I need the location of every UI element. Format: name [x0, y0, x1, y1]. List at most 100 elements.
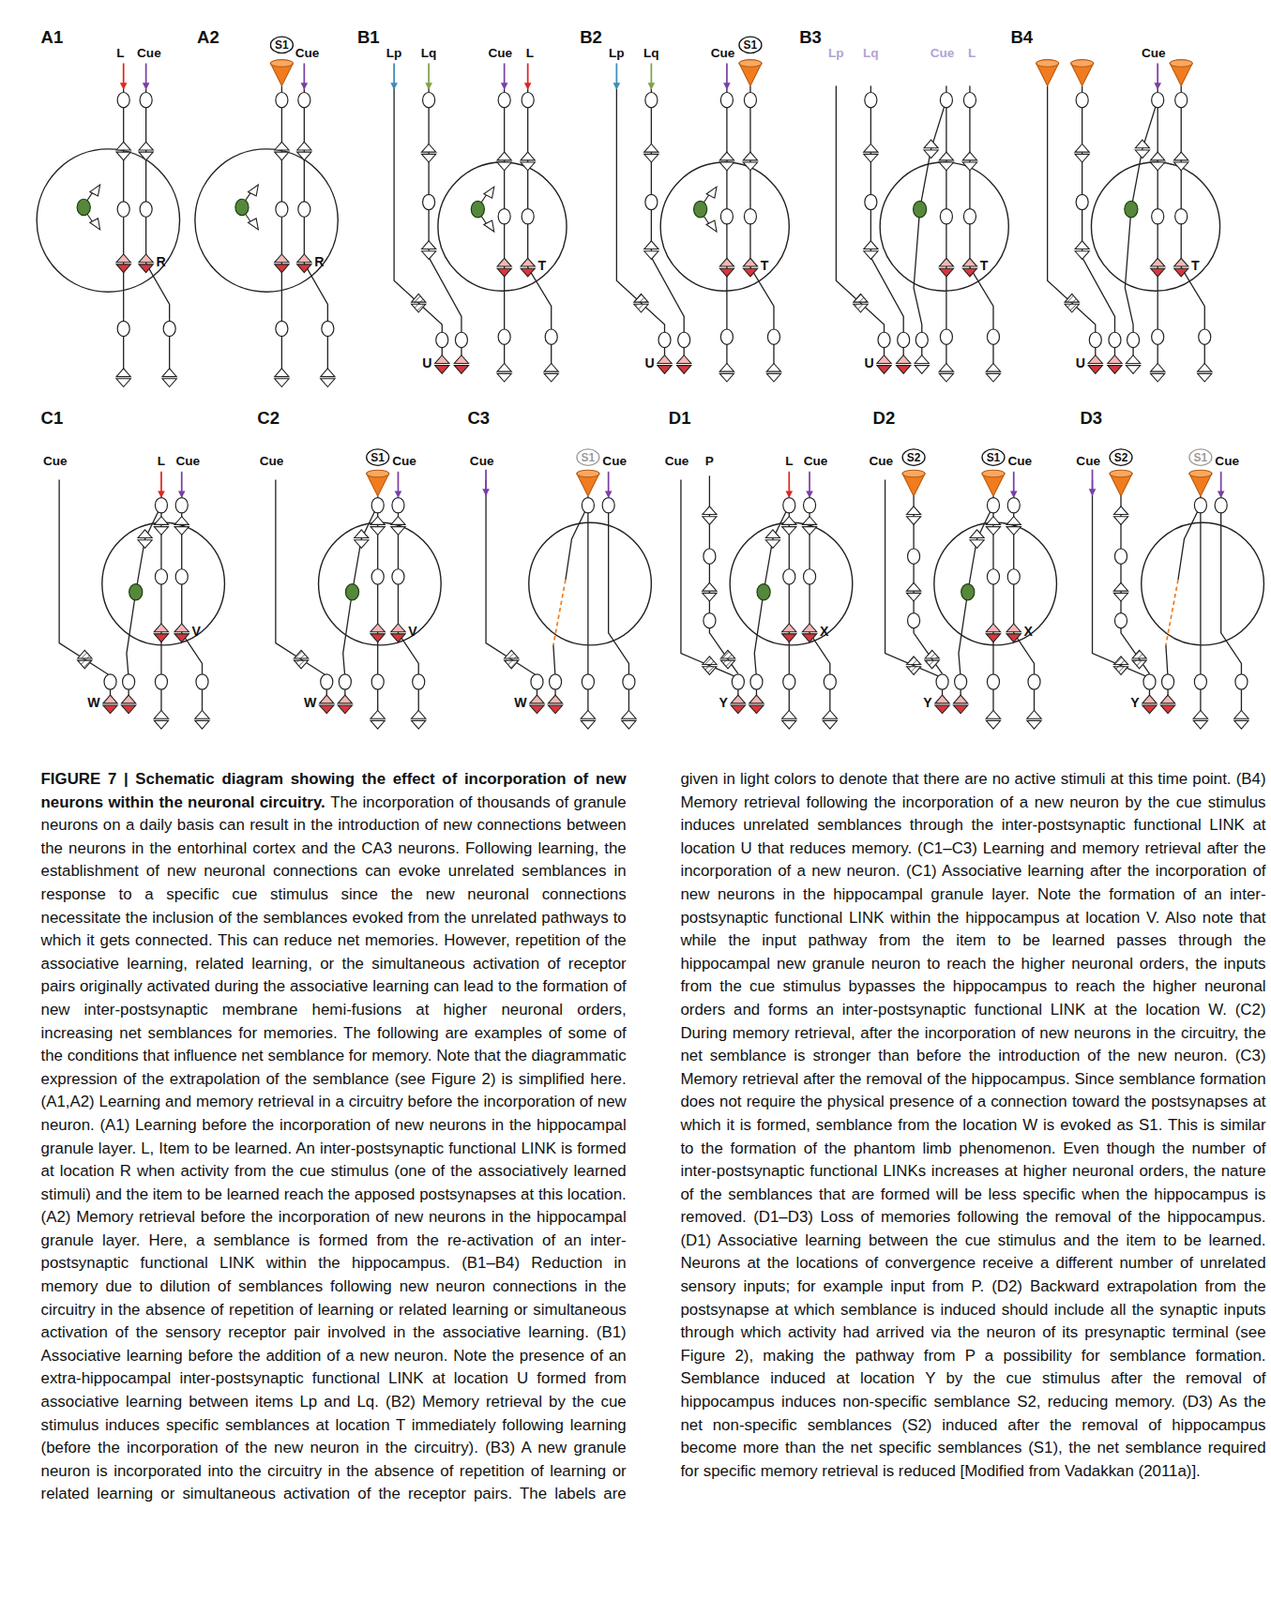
arrow-head [785, 490, 793, 499]
presynaptic-terminal [657, 355, 672, 364]
postsynaptic-terminal [644, 251, 659, 260]
presynaptic-terminal [174, 516, 189, 526]
postsynaptic-terminal [953, 705, 969, 714]
hippocampus-circle [1090, 162, 1220, 291]
postsynaptic-terminal [174, 527, 189, 536]
stimulus-arrow [1156, 62, 1159, 85]
neuron-soma [1214, 498, 1227, 514]
postsynaptic-terminal [742, 268, 757, 277]
neuron-soma [645, 91, 658, 107]
presynaptic-terminal [297, 141, 312, 151]
hippocampus-circle [36, 149, 180, 292]
neuron-soma [338, 674, 351, 690]
new-granule-neuron [345, 584, 359, 601]
stimulus-label: Cue [295, 46, 320, 61]
postsynaptic-terminal [863, 153, 878, 163]
neuron-soma [175, 498, 188, 514]
postsynaptic-terminal [1074, 153, 1090, 163]
location-label: W [514, 696, 527, 710]
presynaptic-terminal [354, 529, 369, 539]
postsynaptic-terminal [354, 540, 369, 549]
neuron-soma [275, 201, 288, 217]
postsynaptic-terminal [1174, 268, 1189, 277]
circuit-illustration [0, 0, 1271, 756]
location-label: U [644, 356, 654, 370]
postsynaptic-terminal [580, 720, 595, 729]
presynaptic-terminal [121, 695, 137, 704]
neuron-soma [1198, 329, 1211, 345]
presynaptic-terminal [274, 254, 289, 263]
neuron-soma [498, 91, 511, 107]
panel-label: A1 [41, 28, 64, 46]
presynaptic-terminal [1125, 355, 1140, 364]
postsynaptic-terminal [766, 373, 781, 382]
postsynaptic-terminal [962, 162, 977, 171]
postsynaptic-terminal [1193, 720, 1208, 729]
presynaptic-terminal [1088, 355, 1103, 364]
postsynaptic-terminal [702, 666, 717, 676]
stimulus-label: Cue [469, 454, 495, 469]
neuron-soma [544, 329, 558, 345]
stimulus-label: L [785, 454, 793, 469]
neuron-soma [371, 674, 384, 690]
presynaptic-terminal [293, 650, 308, 659]
neuron-soma [658, 332, 671, 348]
arrow-head [1010, 490, 1018, 499]
arrow-head [394, 490, 403, 499]
postsynaptic-terminal [370, 634, 385, 643]
postsynaptic-terminal [1088, 365, 1103, 375]
stimulus-label: Cue [259, 454, 285, 469]
neural-pathway [650, 85, 684, 360]
presynaptic-terminal [906, 582, 921, 591]
postsynaptic-terminal [877, 365, 892, 375]
panel-label: B3 [799, 28, 822, 46]
postsynaptic-terminal [801, 634, 817, 643]
postsynaptic-terminal [730, 705, 745, 714]
presynaptic-terminal [962, 151, 977, 161]
neuron-soma [139, 91, 152, 107]
postsynaptic-terminal [435, 365, 450, 375]
neural-pathway [565, 505, 589, 580]
stimulus-arrow [650, 62, 652, 85]
semblance-node: S1 [738, 35, 763, 55]
neural-pathway [969, 85, 994, 370]
postsynaptic-terminal [1113, 666, 1128, 676]
neuron-soma [423, 91, 436, 107]
stimulus-arrow [160, 471, 163, 494]
location-label: V [408, 624, 417, 638]
neuron-soma [1151, 209, 1165, 225]
stimulus-arrow [1220, 471, 1223, 494]
presynaptic-terminal [702, 656, 717, 666]
neural-pathway [1047, 85, 1096, 360]
neuron-soma [392, 498, 405, 514]
semblance-cone-top [1189, 469, 1212, 478]
neural-pathway [275, 480, 327, 703]
presynaptic-terminal [766, 363, 781, 372]
presynaptic-terminal [529, 695, 545, 704]
presynaptic-terminal [719, 363, 734, 372]
location-label: R [314, 255, 324, 269]
node-text: S2 [1108, 448, 1134, 468]
presynaptic-terminal [644, 241, 659, 250]
stimulus-label: Lp [386, 46, 403, 61]
postsynaptic-terminal [1074, 251, 1090, 260]
neuron-soma [530, 674, 544, 690]
neuron-soma [321, 320, 334, 336]
neuron-soma [731, 674, 744, 690]
neuron-soma [783, 498, 796, 514]
stimulus-arrow [615, 62, 618, 85]
postsynaptic-terminal [985, 634, 1000, 643]
neuron-soma [175, 569, 188, 585]
presynaptic-terminal [985, 363, 1000, 372]
presynaptic-terminal [320, 368, 335, 378]
neural-pathway [59, 480, 110, 703]
stimulus-label: Lq [421, 46, 438, 61]
stimulus-label: Cue [1214, 454, 1240, 469]
stimulus-arrow [808, 471, 811, 494]
presynaptic-terminal [435, 355, 450, 364]
neuron-soma [743, 91, 757, 107]
neuron-soma [154, 569, 167, 585]
free-terminal [90, 184, 101, 197]
arrow-head [1089, 488, 1097, 497]
postsynaptic-terminal [297, 264, 312, 273]
